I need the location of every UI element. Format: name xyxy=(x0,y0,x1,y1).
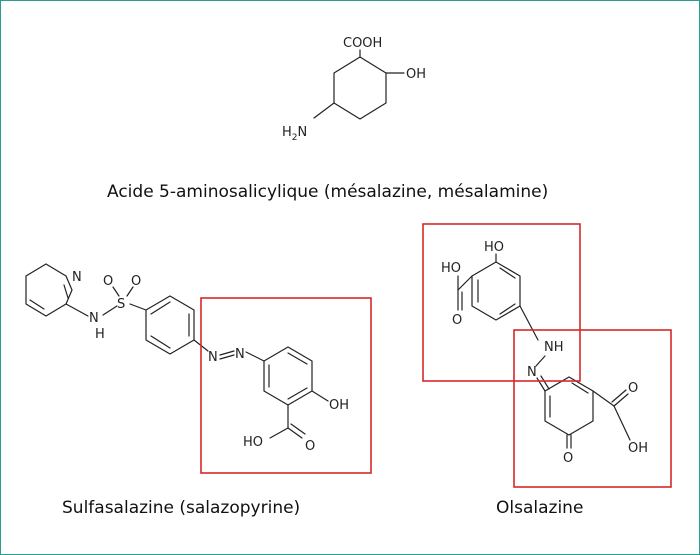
olsalazine-oh-acid: OH xyxy=(628,441,648,456)
olsalazine-o-ketone: O xyxy=(563,451,573,466)
mesalazine-cooh-label: COOH xyxy=(343,36,382,51)
sulfasalazine-pyridine-double-2 xyxy=(63,284,69,299)
olsalazine-o-left: O xyxy=(452,313,462,328)
olsalazine-nh: NH xyxy=(544,340,564,355)
sulfasalazine-o-left: O xyxy=(103,274,113,289)
mesalazine-structure: COOH OH H2N xyxy=(282,36,426,143)
sulfasalazine-azo-double-1 xyxy=(219,350,235,356)
sulfasalazine-structure: N N H S O O N N OH xyxy=(25,263,349,454)
sulfasalazine-azo-n1: N xyxy=(208,350,218,365)
sulfasalazine-salicylic-ring xyxy=(263,346,313,406)
olsalazine-n: N xyxy=(527,365,537,380)
sulfasalazine-pyridine-ring xyxy=(25,263,73,317)
olsalazine-oh-acid-bond xyxy=(613,405,631,441)
olsalazine-lower-inner-2 xyxy=(571,382,589,394)
sulfasalazine-pyridine-double-1 xyxy=(29,299,45,310)
olsalazine-o-acid: O xyxy=(628,381,638,396)
sulfasalazine-so-right xyxy=(126,286,134,297)
sulfasalazine-oh: OH xyxy=(329,398,349,413)
mesalazine-caption: Acide 5-aminosalicylique (mésalazine, mé… xyxy=(107,182,548,202)
sulfasalazine-benzene-inner-3 xyxy=(150,335,171,349)
olsalazine-cn-double-2 xyxy=(540,375,550,390)
mesalazine-h2n-label: H2N xyxy=(282,125,307,143)
sulfasalazine-so-left xyxy=(112,286,120,297)
olsalazine-lower-highlight-box xyxy=(513,329,672,488)
olsalazine-upper-highlight-box xyxy=(422,223,581,382)
sulfasalazine-s: S xyxy=(117,297,125,312)
olsalazine-cooh-right-bond xyxy=(592,390,615,407)
olsalazine-lower-ring xyxy=(544,376,594,436)
olsalazine-o-acid-double-1 xyxy=(613,393,629,407)
sulfasalazine-azo-double-2 xyxy=(219,354,235,360)
sulfasalazine-salicylic-inner-1 xyxy=(287,352,308,365)
sulfasalazine-co-double-1 xyxy=(287,427,303,439)
sulfasalazine-s-benzene-bond xyxy=(129,303,147,311)
sulfasalazine-oh-bond xyxy=(311,390,329,402)
olsalazine-cn-double-1 xyxy=(536,377,546,392)
sulfasalazine-highlight-box xyxy=(200,297,372,474)
olsalazine-cooh-left-bond xyxy=(457,275,473,291)
sulfasalazine-o-right: O xyxy=(131,274,141,289)
sulfasalazine-co-double-2 xyxy=(290,423,306,435)
sulfasalazine-azo-bond-2 xyxy=(245,351,265,362)
olsalazine-structure: HO HO O NH N O O OH xyxy=(441,240,648,466)
sulfasalazine-ho: HO xyxy=(243,435,263,450)
olsalazine-o-acid-double-2 xyxy=(611,389,627,403)
sulfasalazine-o: O xyxy=(305,439,315,454)
olsalazine-ho-left: HO xyxy=(441,261,461,276)
sulfasalazine-nh-n: N xyxy=(89,311,99,326)
olsalazine-ho-top: HO xyxy=(484,240,504,255)
mesalazine-oh-label: OH xyxy=(406,67,426,82)
sulfasalazine-nh-h: H xyxy=(95,327,105,342)
olsalazine-caption: Olsalazine xyxy=(496,498,583,518)
sulfasalazine-ns-bond xyxy=(102,305,118,316)
sulfasalazine-azo-n2: N xyxy=(235,347,245,362)
sulfasalazine-benzene-ring xyxy=(145,295,195,355)
sulfasalazine-ring-n: N xyxy=(72,270,82,285)
olsalazine-upper-inner-2 xyxy=(499,267,516,279)
mesalazine-ring xyxy=(333,56,387,120)
olsalazine-nh-bond xyxy=(519,305,539,341)
sulfasalazine-salicylic-inner-3 xyxy=(287,387,308,400)
sulfasalazine-nh-bond xyxy=(65,303,89,317)
sulfasalazine-ho-bond xyxy=(269,427,289,439)
sulfasalazine-caption: Sulfasalazine (salazopyrine) xyxy=(62,498,300,518)
olsalazine-upper-ring xyxy=(471,261,521,321)
olsalazine-nn-bond xyxy=(535,355,546,367)
sulfasalazine-benzene-inner-1 xyxy=(150,301,171,315)
mesalazine-nh2-bond xyxy=(313,102,335,119)
olsalazine-upper-inner-3 xyxy=(499,303,516,315)
